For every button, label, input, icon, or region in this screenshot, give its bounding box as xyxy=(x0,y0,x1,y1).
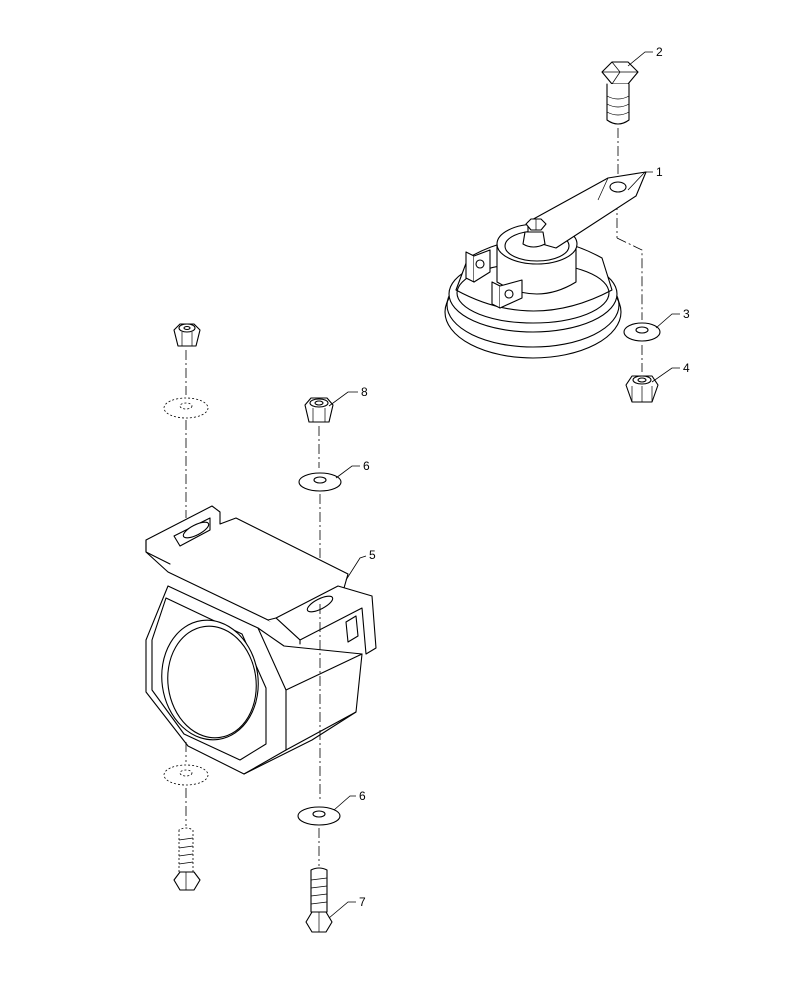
hex-bolt-part-2[interactable] xyxy=(601,61,639,125)
callout-2: 2 xyxy=(656,45,663,59)
flat-washer-part-3[interactable] xyxy=(623,322,661,342)
flat-washer-left-lower[interactable] xyxy=(163,764,209,786)
lock-nut-part-4[interactable] xyxy=(625,375,659,403)
flat-washer-left-upper[interactable] xyxy=(163,397,209,419)
callout-6-upper: 6 xyxy=(363,459,370,473)
flat-washer-part-6-upper[interactable] xyxy=(298,472,342,492)
callout-5: 5 xyxy=(369,548,376,562)
flat-washer-part-6-lower[interactable] xyxy=(297,806,341,826)
callout-4: 4 xyxy=(683,361,690,375)
callout-6-lower: 6 xyxy=(359,789,366,803)
callout-7: 7 xyxy=(359,895,366,909)
bolt-left[interactable] xyxy=(173,827,201,891)
callout-8: 8 xyxy=(361,385,368,399)
bolt-part-7[interactable] xyxy=(305,867,333,933)
lock-nut-left[interactable] xyxy=(173,323,201,347)
alarm-housing-part-5[interactable] xyxy=(145,505,377,775)
horn-part-1[interactable] xyxy=(444,171,647,359)
callout-3: 3 xyxy=(683,307,690,321)
callout-1: 1 xyxy=(656,165,663,179)
lock-nut-part-8[interactable] xyxy=(304,397,334,423)
